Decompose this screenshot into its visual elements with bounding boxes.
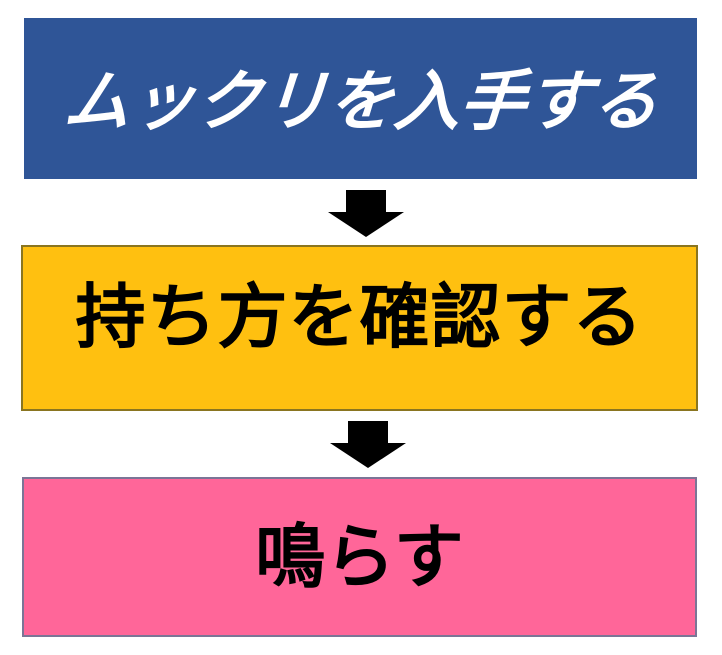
flow-step-hold: 持ち方を確認する bbox=[21, 245, 698, 411]
down-arrow-icon bbox=[330, 421, 406, 468]
flow-step-hold-label: 持ち方を確認する bbox=[75, 276, 644, 358]
flow-step-obtain: ムックリを入手する bbox=[24, 18, 697, 179]
down-arrow-icon bbox=[328, 190, 404, 237]
flow-step-obtain-label: ムックリを入手する bbox=[60, 62, 661, 140]
flow-step-sound-label: 鳴らす bbox=[255, 516, 464, 598]
flow-step-sound: 鳴らす bbox=[22, 477, 697, 637]
